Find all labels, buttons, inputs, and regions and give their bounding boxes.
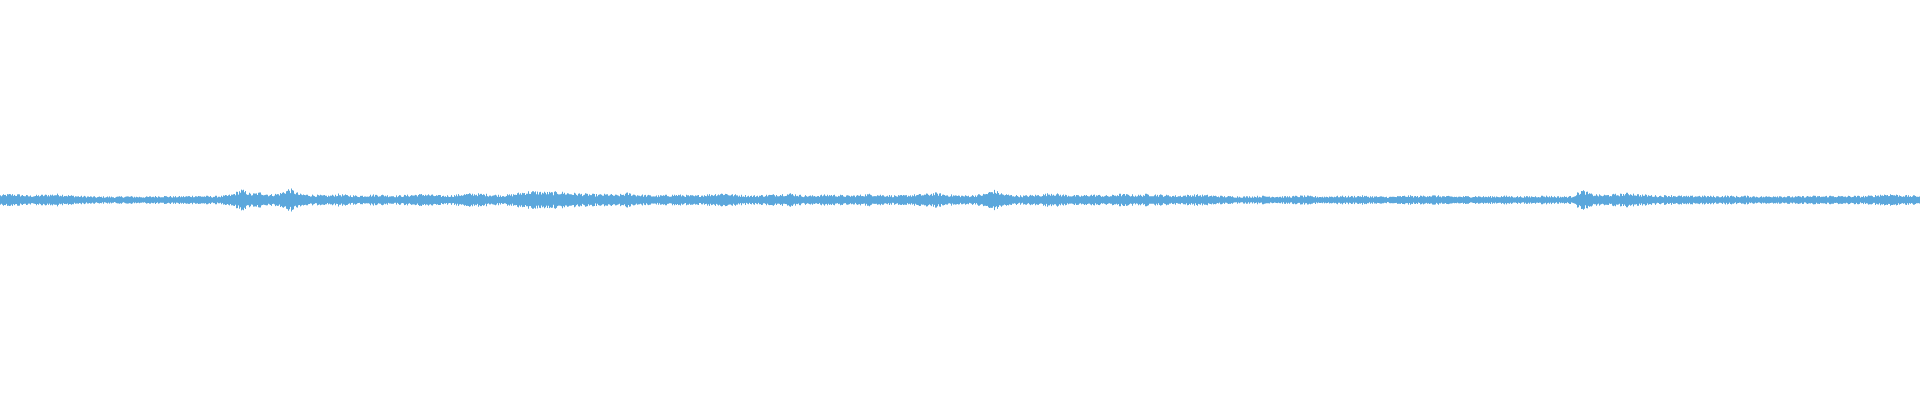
waveform-bars [0, 188, 1920, 212]
